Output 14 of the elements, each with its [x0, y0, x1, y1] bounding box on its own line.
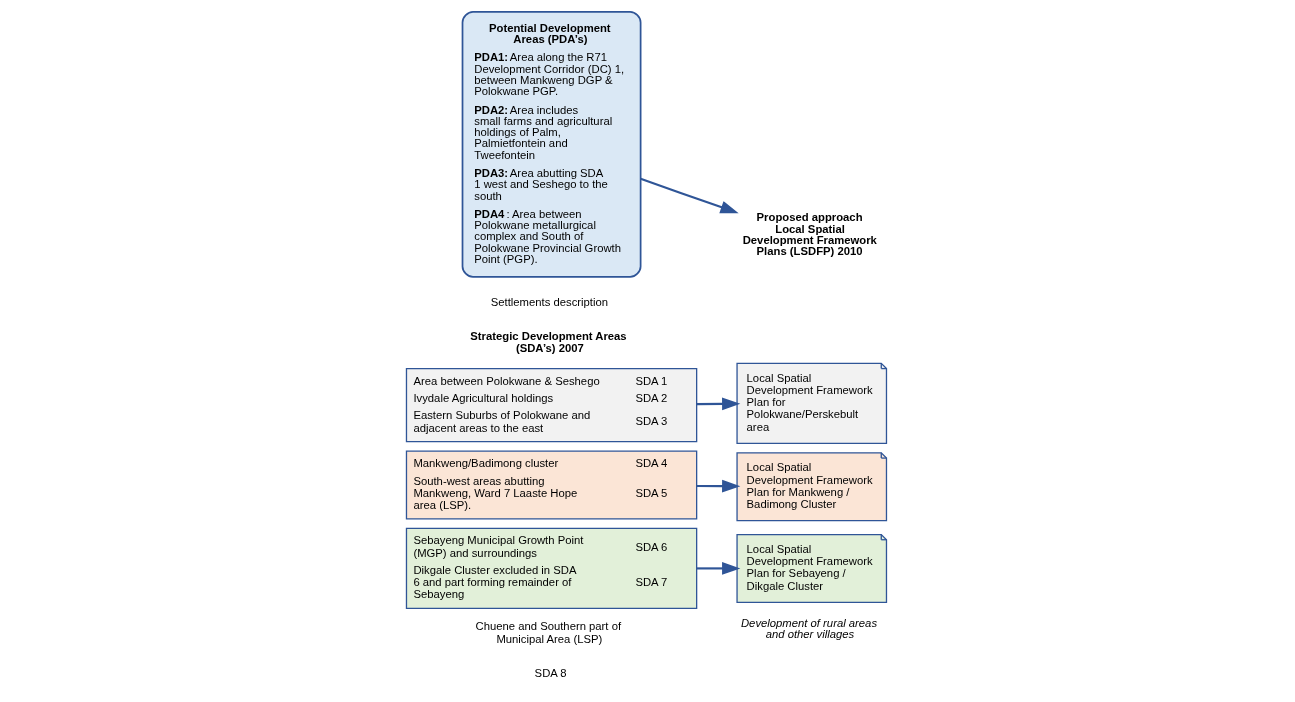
- node-box: Area between Polokwane & Seshego SDA 1 Ivydale Agricultural holdings SDA 2 Eastern Suburbs of Polokwane and adjacent areas to the east SDA 3: [405, 367, 697, 443]
- node-text: Proposed approach Local Spatial Development Framework Plans (LSDFP) 2010: [742, 211, 877, 258]
- node-box: Sebayeng Municipal Growth Point (MGP) and surroundings SDA 6 Dikgale Cluster excluded in SDA 6 and part forming remainder of Sebayeng SDA 7: [405, 527, 697, 610]
- arrow: [696, 397, 740, 411]
- arrow: [639, 177, 739, 214]
- node-box: Potential Development Areas (PDA’s) PDA1: Area along the R71 Development Corridor (DC) 1, between Mankweng DGP & Polokwane PGP. PDA2: Area includes small farms and agricultural holdings of Palm, Palmietfontein and Tweefontein PDA3: Area abutting SDA 1 west and Seshego to the south PDA4: Area between Polokwane metallurgical complex and South of Polokwane Provincial Growth Point (PGP).: [461, 11, 641, 278]
- label: Strategic Development Areas (SDA’s) 2007: [469, 330, 627, 354]
- arrow: [696, 562, 740, 575]
- label: Settlements description: [490, 295, 608, 308]
- label: SDA 8: [534, 667, 567, 680]
- node-box: Mankweng/Badimong cluster SDA 4 South-west areas abutting Mankweng, Ward 7 Laaste Hope area (LSP). SDA 5: [405, 450, 697, 520]
- label: Development of rural areas and other villages: [740, 616, 877, 641]
- arrow: [696, 479, 740, 493]
- label: Chuene and Southern part of Municipal Area (LSP): [475, 620, 621, 645]
